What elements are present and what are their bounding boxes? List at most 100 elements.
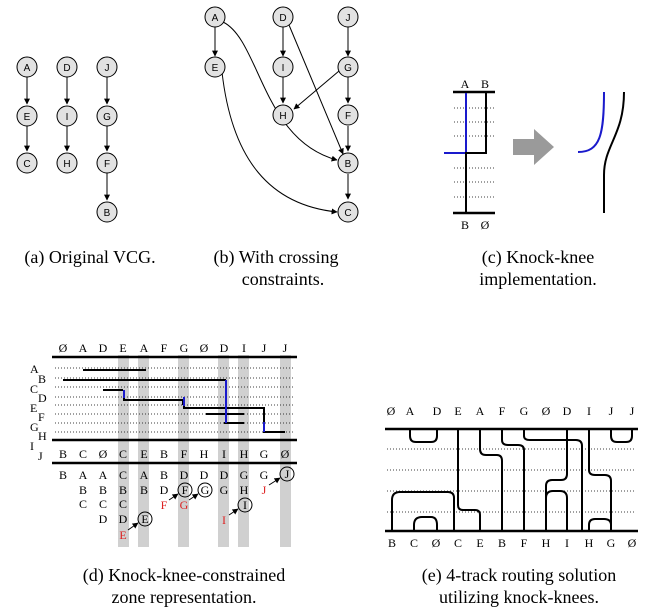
node-b-G-label: G bbox=[344, 63, 352, 74]
e-bottom-5: B bbox=[498, 536, 506, 550]
node-a-H-label: H bbox=[63, 159, 70, 170]
d-top-7: Ø bbox=[200, 341, 209, 355]
d-top-4: A bbox=[140, 341, 149, 355]
d-top-1: A bbox=[79, 341, 88, 355]
e-bottom-0: B bbox=[388, 536, 396, 550]
d-circled-J: J bbox=[285, 467, 290, 481]
d-left-9: J bbox=[38, 449, 43, 463]
node-b-D-label: D bbox=[279, 13, 286, 24]
d-left-8: I bbox=[30, 439, 34, 453]
c-top-A: A bbox=[461, 77, 470, 91]
d-stack-0-5: B bbox=[160, 468, 168, 482]
d-stack-0-4: A bbox=[140, 468, 149, 482]
d-circled-G: G bbox=[201, 483, 210, 497]
d-stack-1-2: B bbox=[99, 483, 107, 497]
d-bottom-5: B bbox=[160, 447, 168, 461]
panel-c-knock-knee: A B B Ø bbox=[444, 77, 625, 232]
node-b-B bbox=[337, 152, 359, 174]
d-left-7: H bbox=[38, 429, 47, 443]
e-bottom-2: Ø bbox=[432, 536, 441, 550]
node-b-G bbox=[337, 56, 359, 78]
d-stack-0-7: D bbox=[200, 468, 209, 482]
d-left-5: F bbox=[38, 410, 45, 424]
caption-d: (d) Knock-knee-constrained zone represen… bbox=[82, 565, 286, 607]
caption-c: (c) Knock-knee implementation. bbox=[479, 247, 597, 289]
d-stack-0-9: G bbox=[240, 468, 249, 482]
d-left-2: C bbox=[30, 382, 38, 396]
d-stack-3-2: D bbox=[99, 512, 108, 526]
caption-b: (b) With crossing constraints. bbox=[213, 247, 339, 289]
node-b-E bbox=[204, 56, 226, 78]
c-bottom-null: Ø bbox=[481, 218, 490, 232]
d-stack-0-10: G bbox=[260, 468, 269, 482]
e-top-1: A bbox=[406, 404, 415, 418]
node-a-J-label: J bbox=[105, 63, 110, 74]
d-left-0: A bbox=[30, 362, 39, 376]
d-red-J: J bbox=[262, 483, 267, 497]
e-bottom-9: H bbox=[585, 536, 594, 550]
e-top-9: I bbox=[587, 404, 591, 418]
d-stack-0-3: C bbox=[119, 468, 127, 482]
d-red-E: E bbox=[119, 528, 126, 542]
d-stack-0-0: B bbox=[59, 468, 67, 482]
node-a-B-label: B bbox=[104, 208, 111, 219]
panel-e-routing-solution: Ø A D E A F G Ø D I J J bbox=[385, 404, 638, 550]
d-bottom-4: E bbox=[140, 447, 147, 461]
transform-arrow-icon bbox=[513, 129, 554, 165]
d-bottom-1: C bbox=[79, 447, 87, 461]
d-stack-0-2: A bbox=[99, 468, 108, 482]
e-top-5: F bbox=[499, 404, 506, 418]
node-a-G-label: G bbox=[103, 112, 111, 123]
panel-a-vcg: A E C D I H J G F B bbox=[16, 56, 118, 223]
d-top-0: Ø bbox=[59, 341, 68, 355]
e-top-4: A bbox=[476, 404, 485, 418]
d-top-10: J bbox=[262, 341, 267, 355]
node-b-I-label: I bbox=[282, 63, 285, 74]
node-b-F bbox=[337, 104, 359, 126]
node-a-A-label: A bbox=[24, 63, 31, 74]
d-stack-1-9: H bbox=[240, 483, 249, 497]
d-top-2: D bbox=[99, 341, 108, 355]
node-b-F-label: F bbox=[345, 111, 351, 122]
e-bottom-3: C bbox=[454, 536, 462, 550]
d-red-F: F bbox=[161, 498, 168, 512]
d-red-G: G bbox=[180, 498, 189, 512]
d-stack-3-3: D bbox=[119, 512, 128, 526]
c-bottom-B: B bbox=[461, 218, 469, 232]
panel-d-zone-representation: Ø A D E A F G Ø D I J J A B C bbox=[30, 341, 297, 547]
d-bottom-9: H bbox=[240, 447, 249, 461]
node-b-H bbox=[272, 104, 294, 126]
e-top-8: D bbox=[563, 404, 572, 418]
d-stack-2-2: C bbox=[99, 497, 107, 511]
d-bottom-0: B bbox=[59, 447, 67, 461]
e-bottom-8: I bbox=[565, 536, 569, 550]
d-stack-1-5: D bbox=[160, 483, 169, 497]
d-circled-F: F bbox=[182, 483, 189, 497]
node-a-B bbox=[96, 201, 118, 223]
e-bottom-1: C bbox=[410, 536, 418, 550]
node-b-J-label: J bbox=[346, 13, 351, 24]
caption-e: (e) 4-track routing solution utilizing k… bbox=[421, 565, 617, 607]
d-stack-2-3: C bbox=[119, 497, 127, 511]
d-stack-0-6: D bbox=[180, 468, 189, 482]
d-top-11: J bbox=[283, 341, 288, 355]
d-bottom-6: F bbox=[181, 447, 188, 461]
node-b-C bbox=[337, 201, 359, 223]
node-b-A bbox=[204, 6, 226, 28]
node-b-C-label: C bbox=[344, 208, 351, 219]
node-b-A-label: A bbox=[212, 13, 219, 24]
node-a-I-label: I bbox=[66, 112, 69, 123]
node-a-D-label: D bbox=[63, 63, 70, 74]
d-stack-0-8: D bbox=[220, 468, 229, 482]
node-a-F-label: F bbox=[104, 159, 110, 170]
e-top-0: Ø bbox=[387, 404, 396, 418]
node-a-H bbox=[56, 152, 78, 174]
d-left-1: B bbox=[38, 372, 46, 386]
d-top-3: E bbox=[119, 341, 126, 355]
d-top-5: F bbox=[161, 341, 168, 355]
e-top-11: J bbox=[630, 404, 635, 418]
d-stack-1-4: B bbox=[140, 483, 148, 497]
node-b-I bbox=[272, 56, 294, 78]
d-red-I: I bbox=[222, 513, 226, 527]
e-bottom-11: Ø bbox=[628, 536, 637, 550]
